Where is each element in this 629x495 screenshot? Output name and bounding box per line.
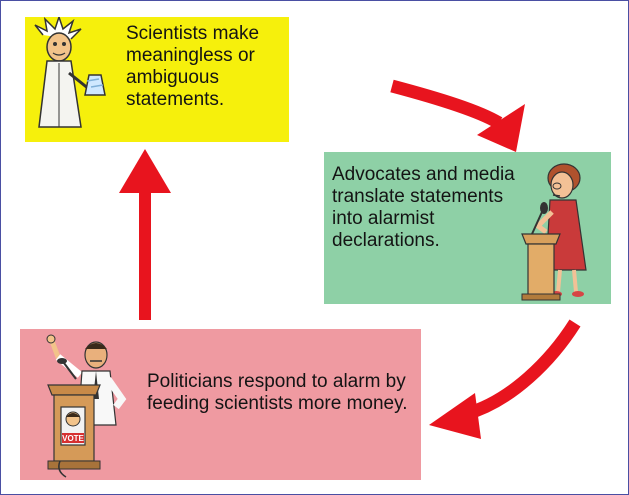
arrow-scientists-to-advocates xyxy=(390,79,503,129)
arrow-politicians-to-scientists xyxy=(139,187,151,320)
scientists-text: Scientists make meaningless or ambiguous… xyxy=(126,23,260,110)
speaker-at-podium-icon xyxy=(521,163,587,301)
politician-at-podium-icon: VOTE xyxy=(46,334,127,478)
arrow-head-advocates xyxy=(477,104,525,152)
advocates-box: Advocates and media translate statements… xyxy=(324,152,611,304)
arrow-head-politicians xyxy=(429,393,481,439)
advocates-text: Advocates and media translate statements… xyxy=(332,164,515,251)
politicians-box: VOTE Politicians respond to alarm by fee… xyxy=(20,329,421,480)
arrow-advocates-to-politicians xyxy=(464,319,581,421)
scientists-box: Scientists make meaningless or ambiguous… xyxy=(25,17,289,142)
vote-sign-text: VOTE xyxy=(62,434,84,443)
scientist-icon xyxy=(34,17,106,128)
politicians-text: Politicians respond to alarm by feeding … xyxy=(147,371,408,414)
arrow-head-scientists xyxy=(119,149,171,193)
